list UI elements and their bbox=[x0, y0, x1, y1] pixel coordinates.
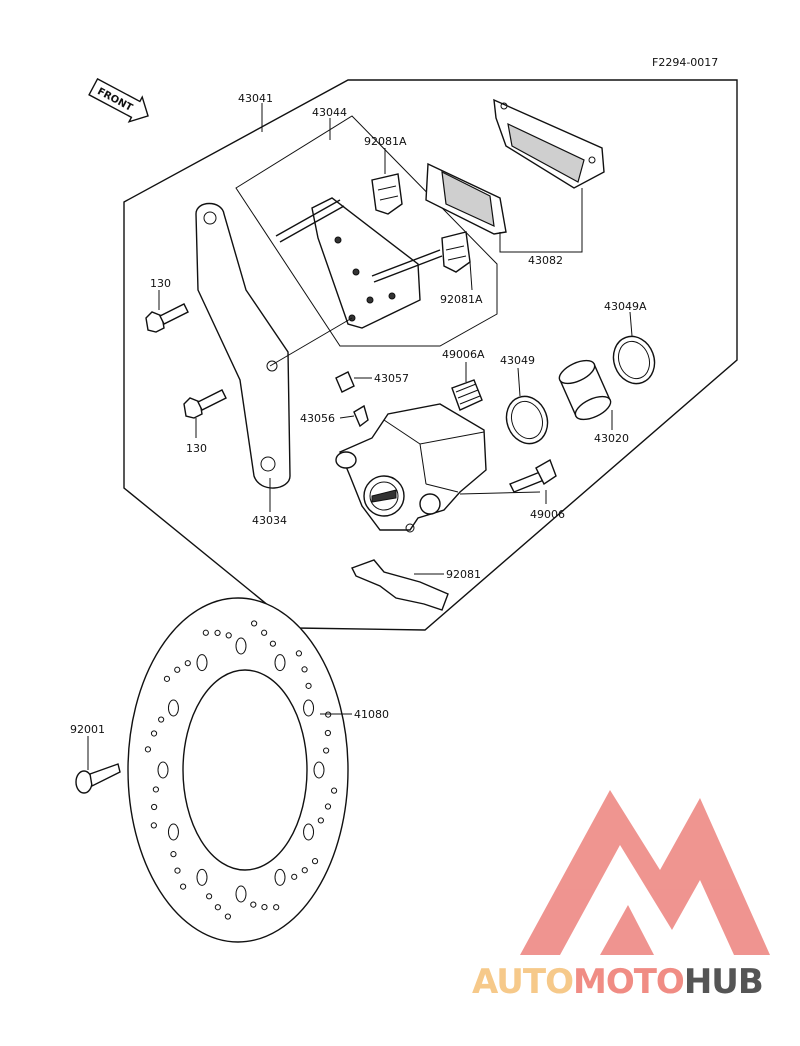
bleeder-valve-43056 bbox=[339, 404, 369, 428]
clip-92081a-top bbox=[371, 148, 403, 215]
label-41080: 41080 bbox=[354, 708, 389, 721]
disc-hole bbox=[150, 822, 157, 829]
disc-hole bbox=[311, 858, 319, 865]
disc-hole bbox=[163, 675, 171, 682]
label-43049a: 43049A bbox=[604, 300, 647, 313]
disc-hole bbox=[301, 666, 308, 673]
watermark-part-auto: AUTO bbox=[472, 962, 574, 1002]
disc-slot bbox=[167, 699, 179, 717]
disc-hole bbox=[170, 851, 177, 858]
disc-slot bbox=[274, 868, 286, 886]
disc-hole bbox=[324, 803, 332, 810]
label-49006a: 49006A bbox=[442, 348, 485, 361]
disc-hole bbox=[224, 913, 231, 920]
watermark-text: AUTOMOTOHUB bbox=[472, 962, 764, 1002]
watermark-logo bbox=[520, 790, 770, 955]
label-43041: 43041 bbox=[238, 92, 273, 105]
label-43082: 43082 bbox=[528, 254, 563, 267]
label-43020: 43020 bbox=[594, 432, 629, 445]
disc-slot bbox=[303, 823, 315, 841]
disc-hole bbox=[144, 746, 152, 753]
seal-43049a bbox=[612, 311, 656, 385]
slide-pin-49006 bbox=[509, 458, 557, 504]
label-43057: 43057 bbox=[374, 372, 409, 385]
disc-hole bbox=[174, 867, 181, 874]
disc-hole bbox=[184, 660, 191, 667]
bolt-130-top bbox=[145, 290, 189, 333]
disc-hole bbox=[324, 729, 331, 737]
bleeder-cap-43057 bbox=[335, 371, 372, 393]
label-43034: 43034 bbox=[252, 514, 287, 527]
figure-code: F2294-0017 bbox=[652, 56, 718, 69]
label-130-top: 130 bbox=[150, 277, 171, 290]
piston-43020 bbox=[558, 359, 613, 430]
disc-hole bbox=[269, 640, 276, 647]
disc-hole bbox=[273, 904, 280, 911]
bracket-outline-43044 bbox=[235, 115, 498, 347]
disc-hole bbox=[251, 620, 258, 627]
disc-hole bbox=[174, 666, 181, 673]
watermark-part-moto: MOTO bbox=[572, 962, 685, 1002]
assembly-outline-43041 bbox=[123, 79, 738, 631]
caliper-body bbox=[335, 403, 487, 533]
label-49006: 49006 bbox=[530, 508, 565, 521]
disc-slot bbox=[313, 761, 325, 779]
disc-hole bbox=[158, 716, 165, 723]
disc-hole bbox=[214, 904, 221, 911]
disc-slot bbox=[303, 699, 315, 717]
disc-hole bbox=[206, 893, 213, 900]
label-92081: 92081 bbox=[446, 568, 481, 581]
label-43044: 43044 bbox=[312, 106, 347, 119]
disc-hole bbox=[317, 817, 324, 824]
disc-hole bbox=[291, 873, 298, 880]
disc-slot bbox=[196, 654, 208, 672]
disc-hole bbox=[261, 903, 268, 911]
disc-slot bbox=[196, 868, 208, 886]
spring-plate-92081 bbox=[351, 559, 449, 611]
clip-92081a-mid bbox=[441, 231, 473, 291]
disc-hole bbox=[151, 803, 158, 811]
caliper-bracket-43044 bbox=[275, 197, 443, 329]
disc-slot bbox=[157, 761, 169, 779]
brake-pads-43082 bbox=[425, 98, 605, 253]
disc-slot bbox=[235, 885, 247, 903]
label-43049: 43049 bbox=[500, 354, 535, 367]
disc-hole bbox=[325, 711, 332, 718]
disc-slot bbox=[167, 823, 179, 841]
brake-disc-41080 bbox=[127, 597, 352, 943]
disc-hole bbox=[150, 730, 158, 737]
disc-hole bbox=[202, 629, 209, 636]
disc-hole bbox=[180, 883, 187, 890]
disc-hole bbox=[214, 629, 221, 637]
disc-hole bbox=[323, 747, 330, 754]
disc-hole bbox=[330, 787, 338, 794]
disc-bolt-92001 bbox=[75, 736, 121, 794]
label-43056: 43056 bbox=[300, 412, 335, 425]
disc-slot bbox=[274, 654, 286, 672]
front-arrow-icon: FRONT bbox=[88, 77, 149, 123]
seal-43049 bbox=[505, 367, 549, 445]
label-92081a-top: 92081A bbox=[364, 135, 407, 148]
disc-hole bbox=[250, 901, 257, 908]
label-92001: 92001 bbox=[70, 723, 105, 736]
watermark-part-hub: HUB bbox=[683, 962, 764, 1002]
label-92081a-mid: 92081A bbox=[440, 293, 483, 306]
bolt-130-bottom bbox=[183, 389, 227, 438]
label-130-bottom: 130 bbox=[186, 442, 207, 455]
front-label: FRONT bbox=[95, 86, 134, 114]
disc-hole bbox=[301, 867, 308, 874]
boot-49006a bbox=[451, 362, 483, 411]
disc-hole bbox=[261, 629, 268, 636]
disc-hole bbox=[305, 682, 312, 689]
disc-hole bbox=[225, 632, 232, 639]
disc-slot bbox=[235, 637, 247, 655]
disc-hole bbox=[295, 650, 302, 657]
torque-link-43034 bbox=[195, 202, 291, 512]
disc-hole bbox=[152, 786, 159, 793]
